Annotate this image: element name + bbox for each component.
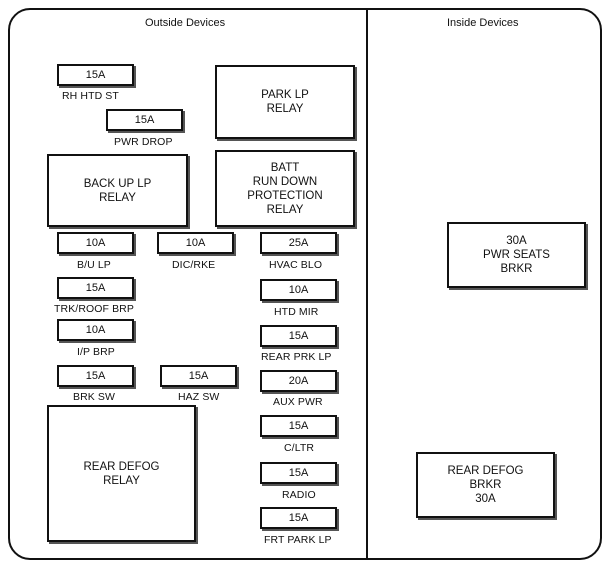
- fuse-brk-sw: 15A: [57, 365, 134, 387]
- fuse-hvac-blo: 25A: [260, 232, 337, 254]
- fuse-trk-roof-brp: 15A: [57, 277, 134, 299]
- fuse-haz-sw-label: HAZ SW: [178, 391, 220, 403]
- fuse-aux-pwr: 20A: [260, 370, 337, 392]
- section-divider: [366, 10, 368, 559]
- outside-devices-title: Outside Devices: [145, 17, 226, 29]
- fuse-hvac-blo-label: HVAC BLO: [269, 259, 323, 271]
- fuse-rear-prk-lp: 15A: [260, 325, 337, 347]
- pwr-seats-breaker: 30A PWR SEATS BRKR: [447, 222, 586, 288]
- fuse-trk-roof-brp-label: TRK/ROOF BRP: [54, 303, 134, 315]
- fuse-rear-prk-lp-label: REAR PRK LP: [261, 351, 332, 363]
- fuse-frt-park-lp: 15A: [260, 507, 337, 529]
- fuse-ip-brp: 10A: [57, 319, 134, 341]
- fuse-bu-lp: 10A: [57, 232, 134, 254]
- batt-run-down-protection-relay: BATT RUN DOWN PROTECTION RELAY: [215, 150, 355, 227]
- fuse-cltr-label: C/LTR: [284, 442, 315, 454]
- fuse-bu-lp-label: B/U LP: [77, 259, 111, 271]
- fuse-cltr: 15A: [260, 415, 337, 437]
- fuse-ip-brp-label: I/P BRP: [77, 346, 115, 358]
- fuse-block-outline: [8, 8, 602, 560]
- fuse-rh-htd-st-label: RH HTD ST: [62, 90, 119, 102]
- fuse-radio: 15A: [260, 462, 337, 484]
- fuse-aux-pwr-label: AUX PWR: [273, 396, 323, 408]
- fuse-pwr-drop-label: PWR DROP: [114, 136, 173, 148]
- fuse-rh-htd-st: 15A: [57, 64, 134, 86]
- park-lp-relay: PARK LP RELAY: [215, 65, 355, 139]
- fuse-dic-rke-label: DIC/RKE: [172, 259, 216, 271]
- fuse-haz-sw: 15A: [160, 365, 237, 387]
- fuse-brk-sw-label: BRK SW: [73, 391, 116, 403]
- fuse-pwr-drop: 15A: [106, 109, 183, 131]
- fuse-dic-rke: 10A: [157, 232, 234, 254]
- fuse-radio-label: RADIO: [282, 489, 316, 501]
- back-up-lp-relay: BACK UP LP RELAY: [47, 154, 188, 227]
- fuse-htd-mir: 10A: [260, 279, 337, 301]
- fuse-frt-park-lp-label: FRT PARK LP: [264, 534, 332, 546]
- rear-defog-relay: REAR DEFOG RELAY: [47, 405, 196, 542]
- rear-defog-breaker: REAR DEFOG BRKR 30A: [416, 452, 555, 518]
- fuse-htd-mir-label: HTD MIR: [274, 306, 319, 318]
- inside-devices-title: Inside Devices: [447, 17, 519, 29]
